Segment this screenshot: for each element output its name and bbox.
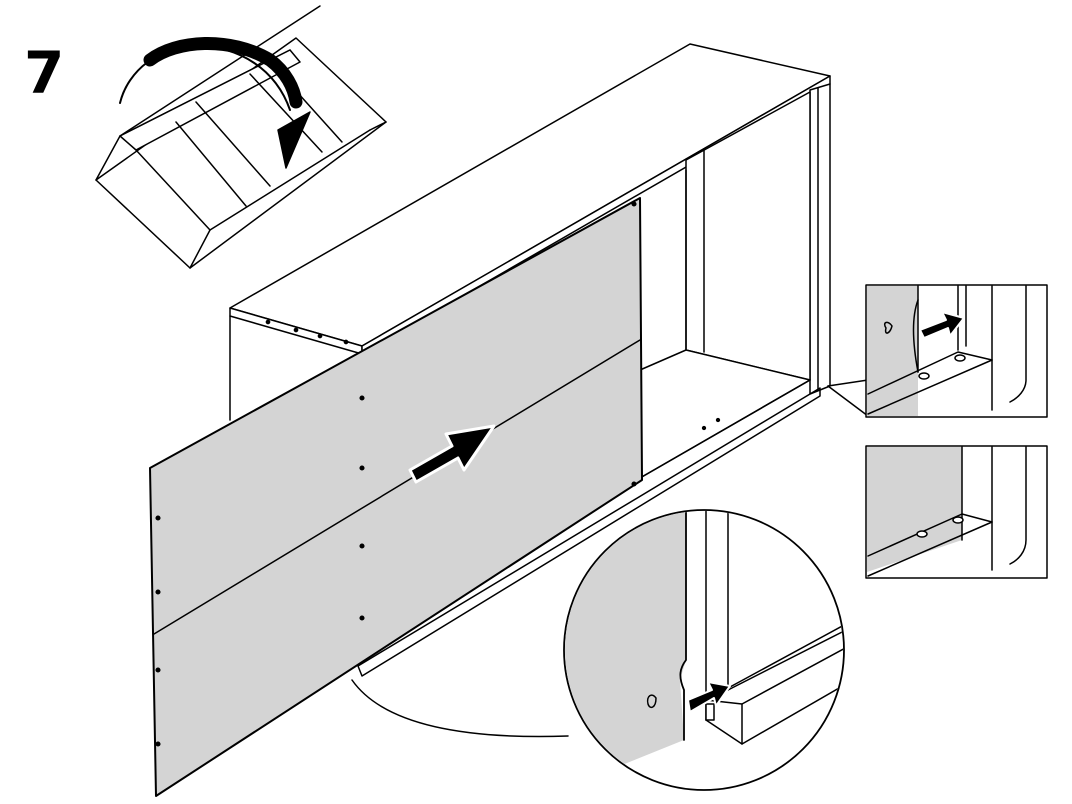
- detail-view-after: [865, 445, 1048, 579]
- cabinet-right-side: [809, 83, 831, 395]
- back-panel-seam: [153, 339, 641, 635]
- step-number: 7: [24, 39, 65, 107]
- cabinet-frame: [229, 43, 831, 677]
- back-panel-sheet: [149, 197, 643, 797]
- cabinet-bottom-front-edge: [357, 387, 821, 677]
- magnified-detail: [351, 509, 845, 791]
- overview-inner-front: [119, 49, 301, 151]
- rotate-arrow-icon: [119, 37, 311, 169]
- flip-cabinet-overview: [95, 5, 387, 269]
- back-panel: [149, 197, 643, 797]
- detail-view-before: [827, 284, 1048, 418]
- slide-arrow-icon: [408, 424, 496, 484]
